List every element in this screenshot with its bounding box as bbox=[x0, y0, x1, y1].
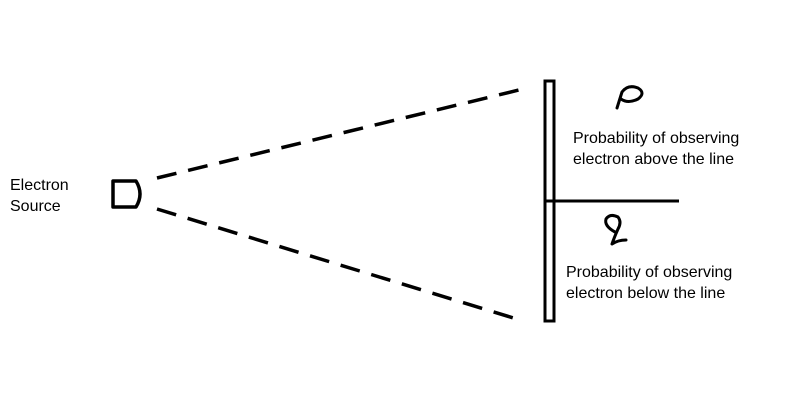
probability-above-label: Probability of observing electron above … bbox=[573, 128, 739, 170]
source-label-line1: Electron bbox=[10, 177, 69, 194]
probability-below-line2: electron below the line bbox=[566, 285, 726, 302]
electron-source-label: Electron Source bbox=[10, 175, 69, 217]
probability-above-line1: Probability of observing bbox=[573, 130, 740, 147]
source-label-line2: Source bbox=[10, 198, 61, 215]
probability-below-label: Probability of observing electron below … bbox=[566, 262, 732, 304]
upper-beam-path bbox=[156, 87, 524, 180]
lower-beam-path bbox=[156, 207, 521, 322]
probability-below-line1: Probability of observing bbox=[566, 264, 733, 281]
handwritten-q-symbol bbox=[604, 213, 628, 246]
handwritten-p-symbol bbox=[615, 85, 644, 110]
electron-source-icon bbox=[111, 179, 142, 209]
probability-above-line2: electron above the line bbox=[573, 151, 734, 168]
